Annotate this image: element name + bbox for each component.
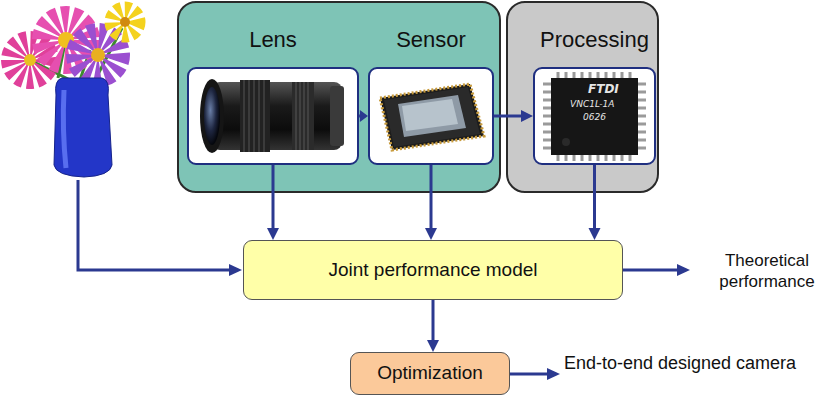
sensor-box: Sensor [368,67,494,165]
lens-illustration [200,79,344,153]
sensor-box-fill [369,68,493,164]
flower-illustration [13,10,137,177]
output-label: Theoretical performance [700,250,834,293]
chip-illustration [543,72,646,161]
box-label: Joint performance model [328,259,537,282]
chip-marking: FTDI [588,82,619,97]
arrowhead [425,228,437,240]
model-box: Joint performance model [243,240,623,300]
stage-heading: Processing [495,27,694,53]
connector [593,165,596,228]
optimization-box: Optimization [350,352,510,395]
chip-marking: VNC1L-1A [570,99,614,110]
arrowhead [521,110,533,122]
lens-box: Lens [187,67,359,165]
chip-box-fill [534,68,655,164]
arrowhead [360,110,368,122]
arrowhead [267,228,279,240]
arrowhead [589,228,601,240]
output-label: End-to-end designed camera [560,352,800,375]
layout-arrows [78,180,678,374]
arrowhead [427,340,439,352]
stage-heading: Lens [149,27,397,53]
connector [272,165,275,228]
connector [432,300,435,340]
connector [494,115,521,118]
chip-marking: 0626 [583,112,606,123]
sensor-illustration [380,84,484,150]
stage-heading: Sensor [330,27,532,53]
connector [430,165,433,228]
box-label: Optimization [377,362,483,385]
lens-box-fill [188,68,358,164]
